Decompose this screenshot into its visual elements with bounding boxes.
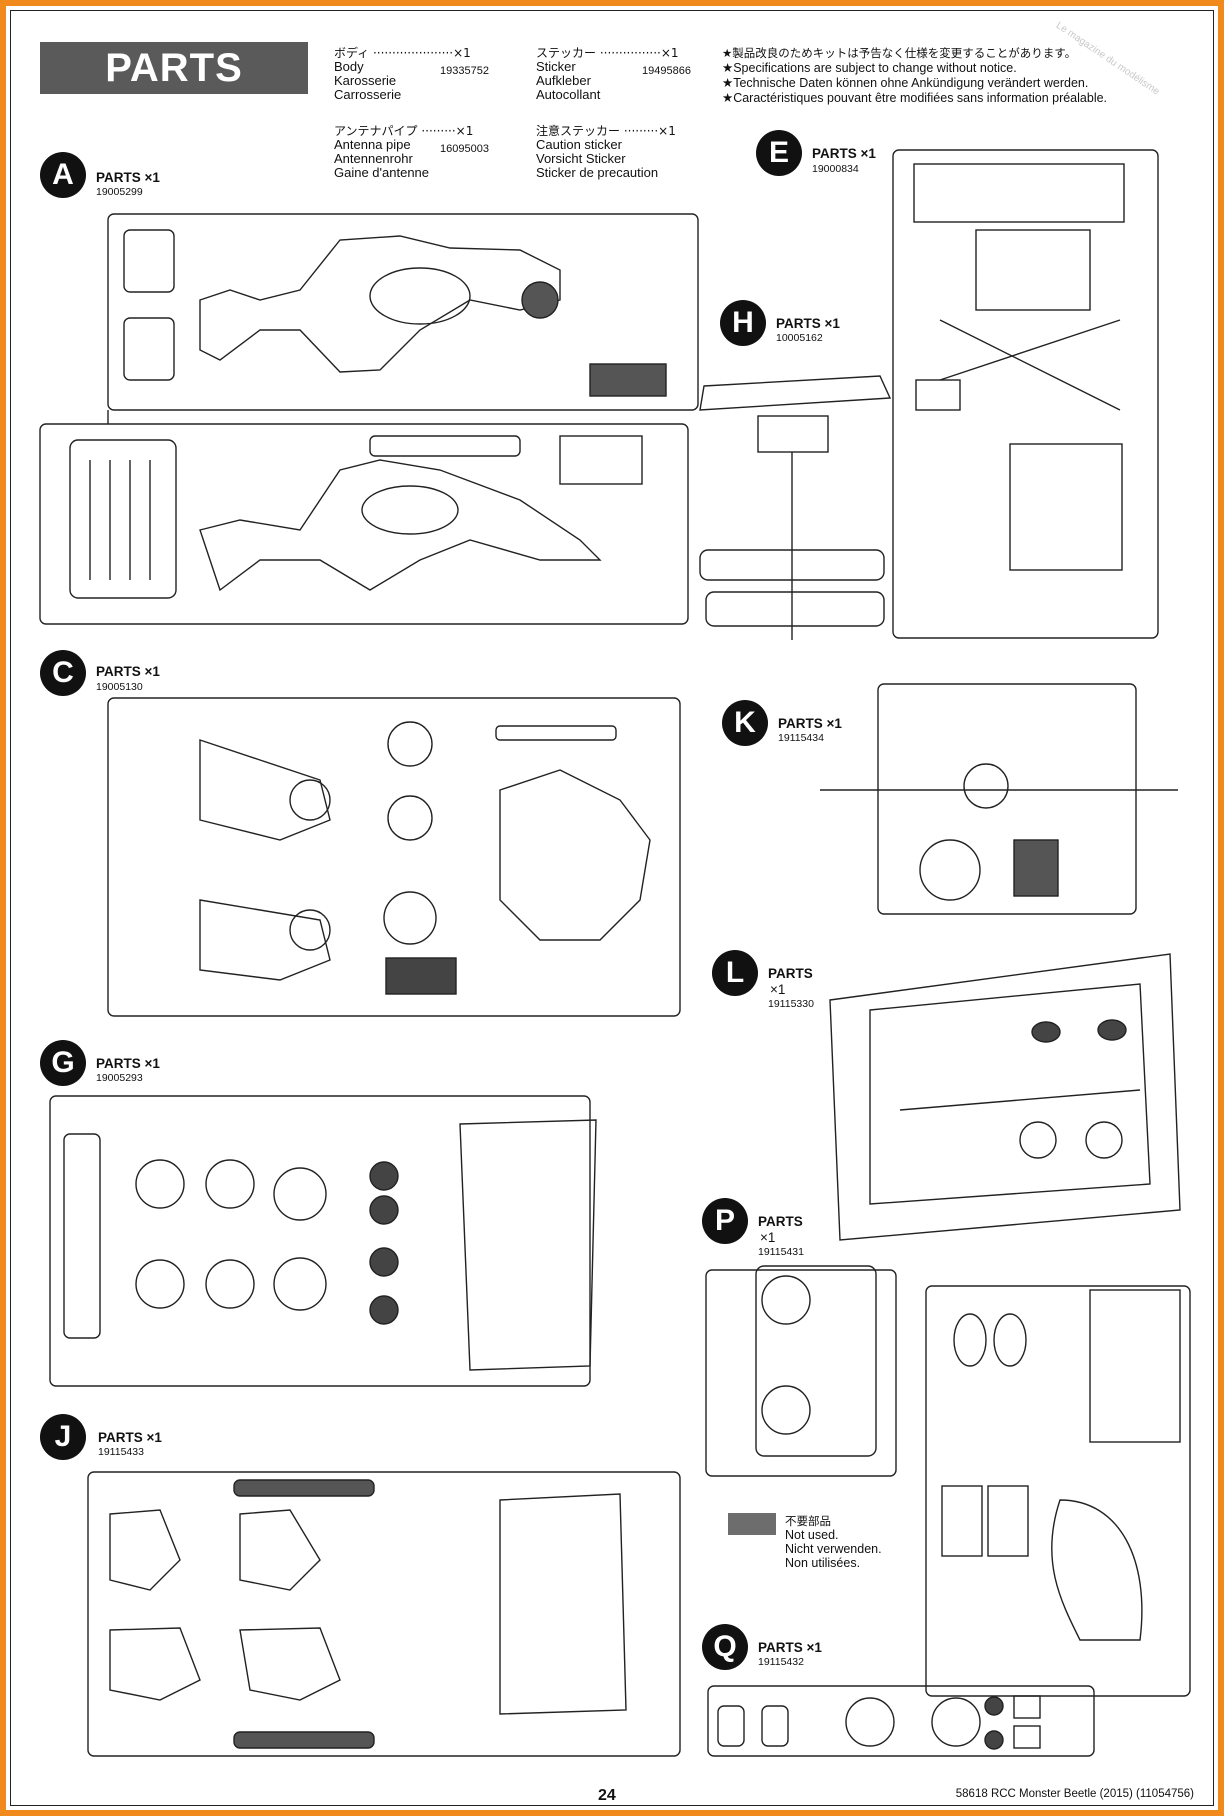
sprue-badge-g: G [40,1040,86,1086]
sprue-a-drawing [39,213,699,625]
sprue-label-j: PARTS ×1 [98,1430,162,1445]
sprue-q-drawing [707,1685,1095,1757]
sprue-badge-p: P [702,1198,748,1244]
sprue-qty-p: ×1 [760,1230,776,1245]
sprue-badge-l: L [712,950,758,996]
sprue-number-a: 19005299 [96,186,143,198]
sprue-badge-c: C [40,650,86,696]
sprue-e-drawing [892,149,1159,639]
specification-notes: ★製品改良のためキットは予告なく仕様を変更することがあります。 ★Specifi… [722,46,1108,105]
sprue-number-c: 19005130 [96,681,143,693]
bom-body-number: 19335752 [440,65,489,77]
bom-antenna-number: 16095003 [440,143,489,155]
sprue-h-drawing [699,375,892,640]
not-used-swatch [728,1513,776,1535]
bom-antenna-pipe: アンテナパイプ ·········×1 Antenna pipe Antenne… [334,124,489,180]
not-used-legend: 不要部品 Not used. Nicht verwenden. Non util… [785,1514,882,1570]
page-number: 24 [598,1787,616,1804]
sprue-label-p: PARTS [758,1214,803,1229]
sprue-label-a: PARTS ×1 [96,170,160,185]
sprue-number-g: 19005293 [96,1072,143,1084]
sprue-badge-h: H [720,300,766,346]
sprue-label-l: PARTS [768,966,813,981]
sprue-label-c: PARTS ×1 [96,664,160,679]
sprue-label-g: PARTS ×1 [96,1056,160,1071]
sprue-p-drawing [705,1265,1191,1697]
sprue-number-h: 10005162 [776,332,823,344]
sprue-label-k: PARTS ×1 [778,716,842,731]
sprue-badge-q: Q [702,1624,748,1670]
sprue-number-e: 19000834 [812,163,859,175]
sprue-j-drawing [87,1471,681,1757]
sprue-number-q: 19115432 [758,1656,804,1668]
sprue-label-h: PARTS ×1 [776,316,840,331]
sprue-number-k: 19115434 [778,732,824,744]
page-title: PARTS [40,42,308,94]
page-inner-border [10,10,1214,1806]
sprue-qty-l: ×1 [770,982,786,997]
sprue-number-p: 19115431 [758,1246,804,1258]
sprue-g-drawing [49,1095,597,1387]
bom-sticker-number: 19495866 [642,65,691,77]
sprue-label-q: PARTS ×1 [758,1640,822,1655]
sprue-number-j: 19115433 [98,1446,144,1458]
bom-caution-sticker: 注意ステッカー ·········×1 Caution sticker Vors… [536,124,676,180]
sprue-l-drawing [829,953,1181,1241]
sprue-badge-k: K [722,700,768,746]
sprue-number-l: 19115330 [768,998,814,1010]
sprue-c-drawing [107,697,681,1017]
sprue-badge-j: J [40,1414,86,1460]
sprue-k-drawing [820,683,1178,915]
sprue-badge-e: E [756,130,802,176]
sprue-label-e: PARTS ×1 [812,146,876,161]
product-footer: 58618 RCC Monster Beetle (2015) (1105475… [955,1788,1194,1800]
sprue-badge-a: A [40,152,86,198]
bom-sticker: ステッカー ················×1 Sticker Aufkleb… [536,46,691,102]
bom-body: ボディ ·····················×1 Body Karosse… [334,46,489,102]
